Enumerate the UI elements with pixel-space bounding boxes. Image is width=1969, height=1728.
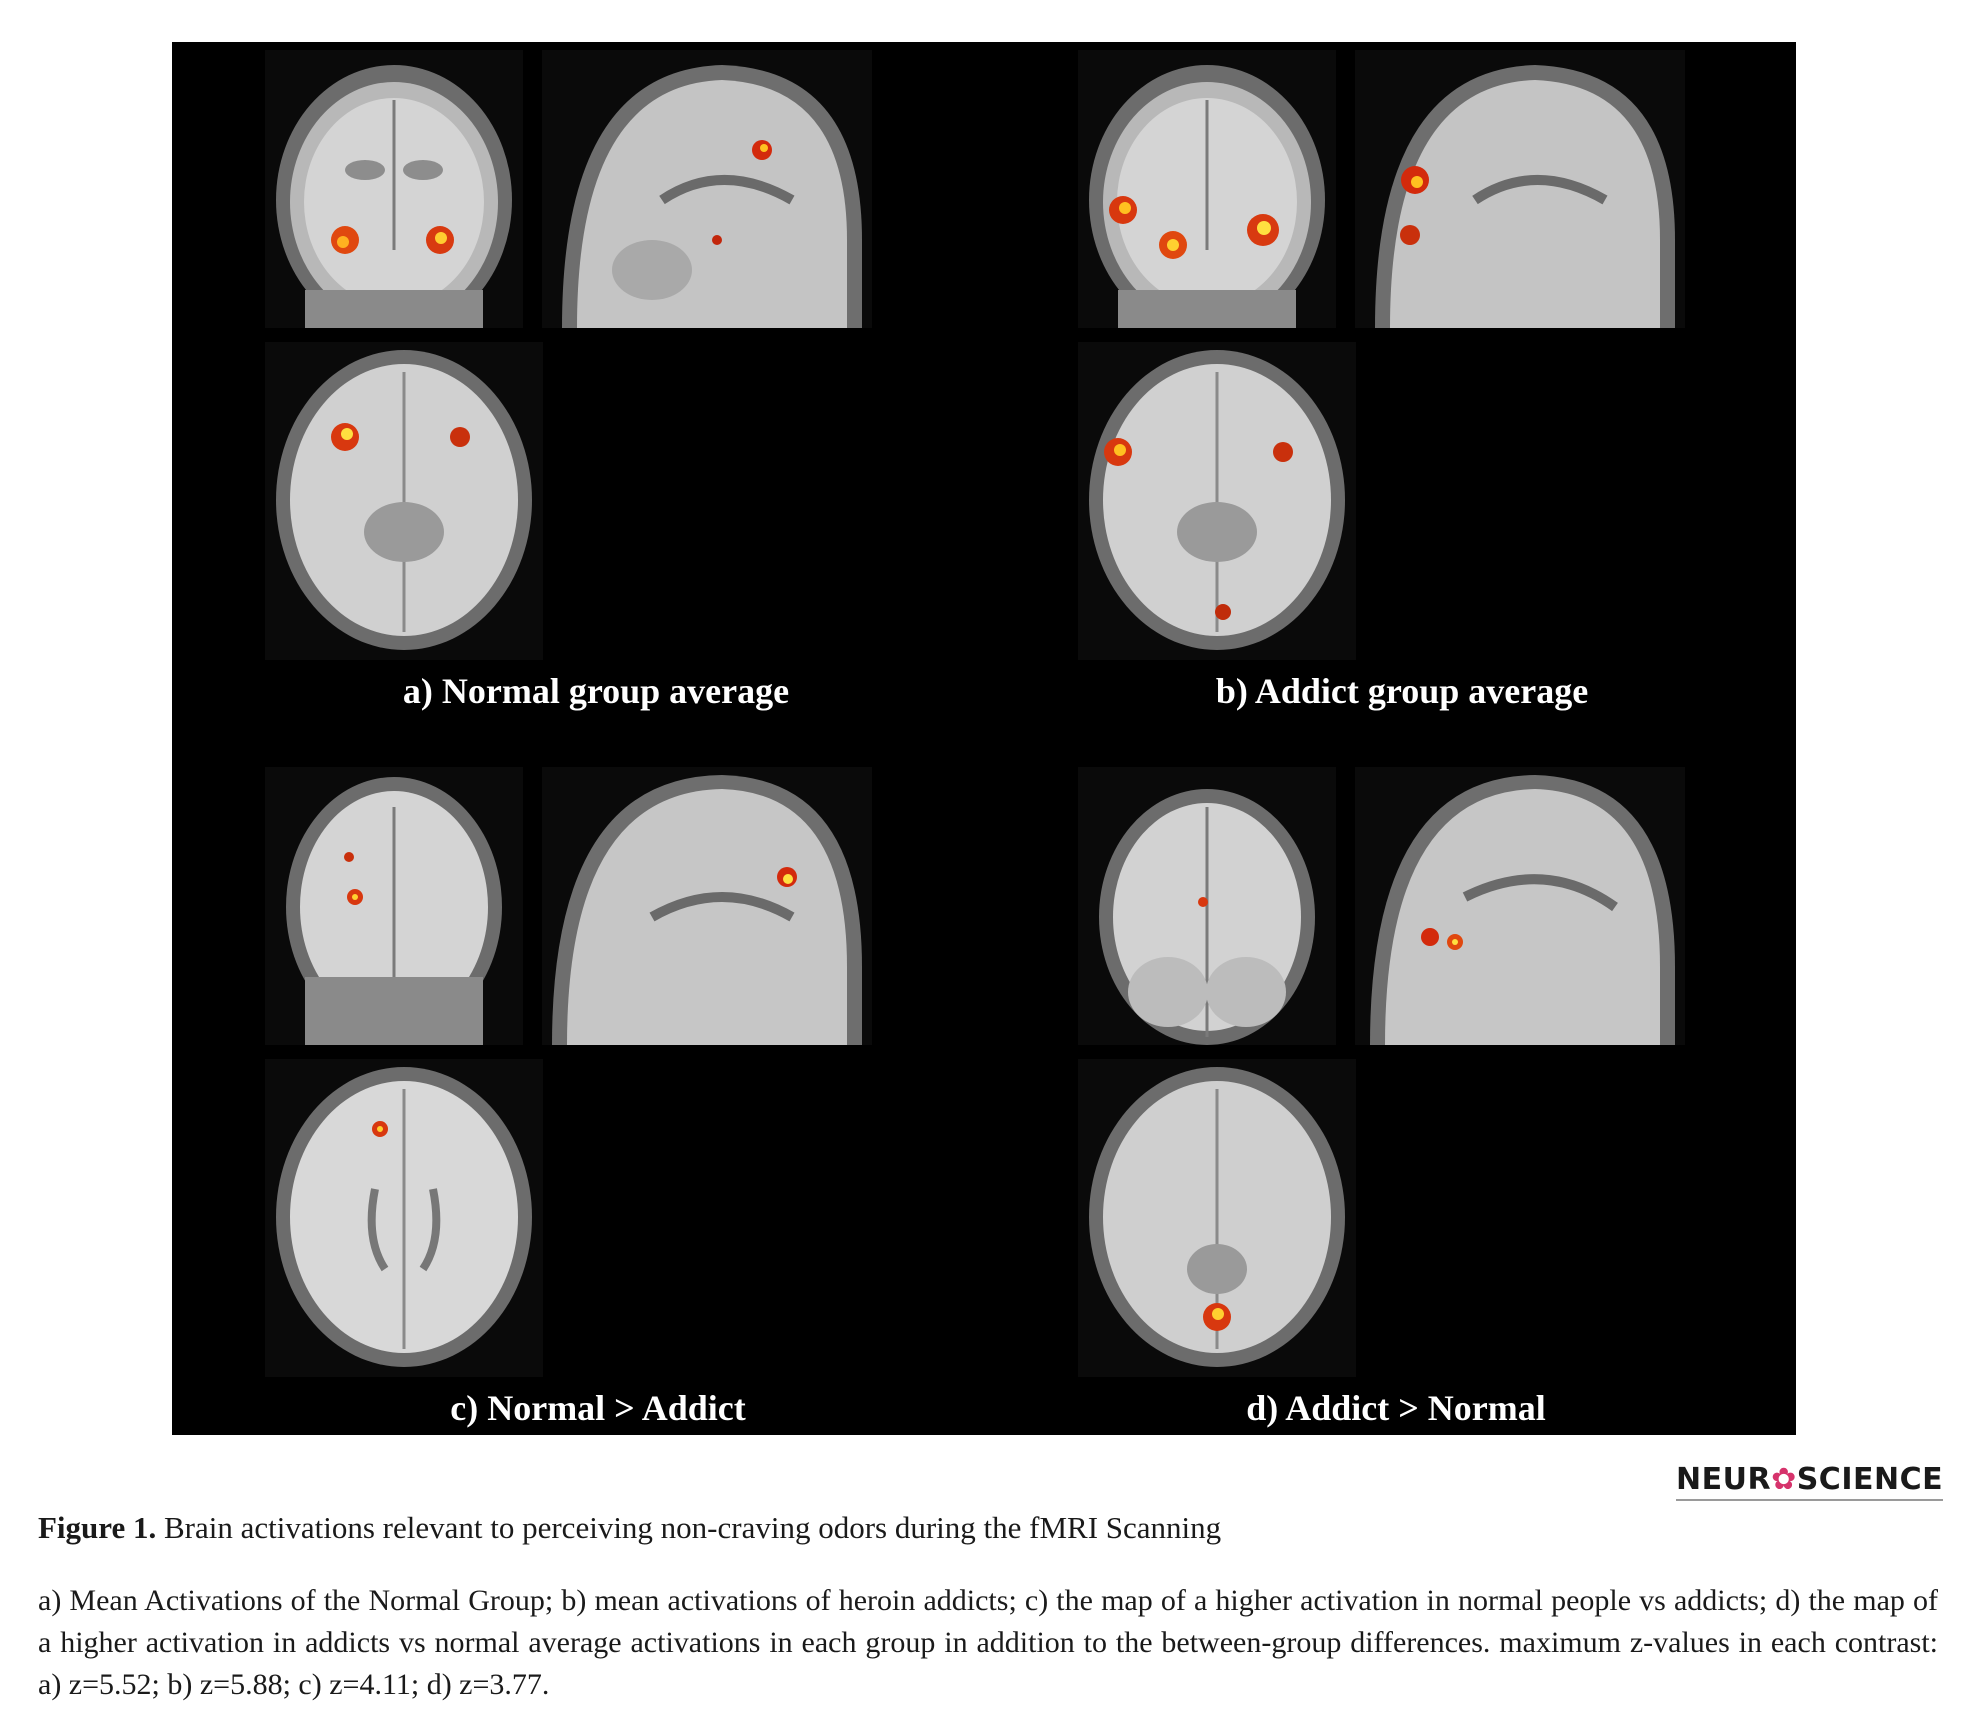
panel-a-axial-slice: [265, 342, 543, 660]
logo-prefix: NEUR: [1676, 1462, 1772, 1497]
sagittal-brain-image: [1370, 775, 1675, 1045]
panel-d-sagittal-slice: [1355, 767, 1685, 1045]
sagittal-brain-image: [552, 775, 862, 1045]
axial-brain-image: [276, 1067, 532, 1367]
neuroscience-logo: NEUR✿SCIENCE: [1676, 1462, 1944, 1501]
coronal-brain-image: [1089, 65, 1325, 328]
panel-b-axial-slice: [1078, 342, 1356, 660]
logo-flower-icon: ✿: [1771, 1462, 1797, 1497]
figure-panel-grid: a) Normal group average: [172, 42, 1796, 1435]
panel-d-coronal-slice: [1078, 767, 1336, 1045]
axial-brain-image: [1089, 350, 1345, 650]
panel-b-sagittal-slice: [1355, 50, 1685, 328]
figure-title-text: Brain activations relevant to perceiving…: [164, 1510, 1222, 1545]
panel-b-label: b) Addict group average: [1215, 671, 1589, 711]
figure-label: Figure 1.: [38, 1510, 157, 1545]
panel-c-coronal-slice: [265, 767, 523, 1045]
panel-a-sagittal-slice: [542, 50, 872, 328]
panel-a-coronal-slice: [265, 50, 523, 328]
panel-c-axial-slice: [265, 1059, 543, 1377]
panel-b-coronal-slice: [1078, 50, 1336, 328]
panel-d-label: d) Addict > Normal: [1246, 1388, 1546, 1428]
logo-suffix: SCIENCE: [1796, 1462, 1944, 1497]
coronal-brain-image: [286, 777, 502, 1045]
figure-caption-body: a) Mean Activations of the Normal Group;…: [38, 1584, 1938, 1701]
sagittal-brain-image: [1375, 65, 1675, 328]
panel-c-sagittal-slice: [542, 767, 872, 1045]
sagittal-brain-image: [562, 65, 862, 328]
panel-a-label: a) Normal group average: [402, 671, 790, 711]
axial-brain-image: [1089, 1067, 1345, 1367]
coronal-brain-image: [1099, 789, 1315, 1045]
coronal-brain-image: [276, 65, 512, 328]
panel-d-axial-slice: [1078, 1059, 1356, 1377]
axial-brain-image: [276, 350, 532, 650]
panel-c-label: c) Normal > Addict: [450, 1388, 746, 1428]
figure-caption-title: Figure 1. Brain activations relevant to …: [38, 1510, 1938, 1546]
